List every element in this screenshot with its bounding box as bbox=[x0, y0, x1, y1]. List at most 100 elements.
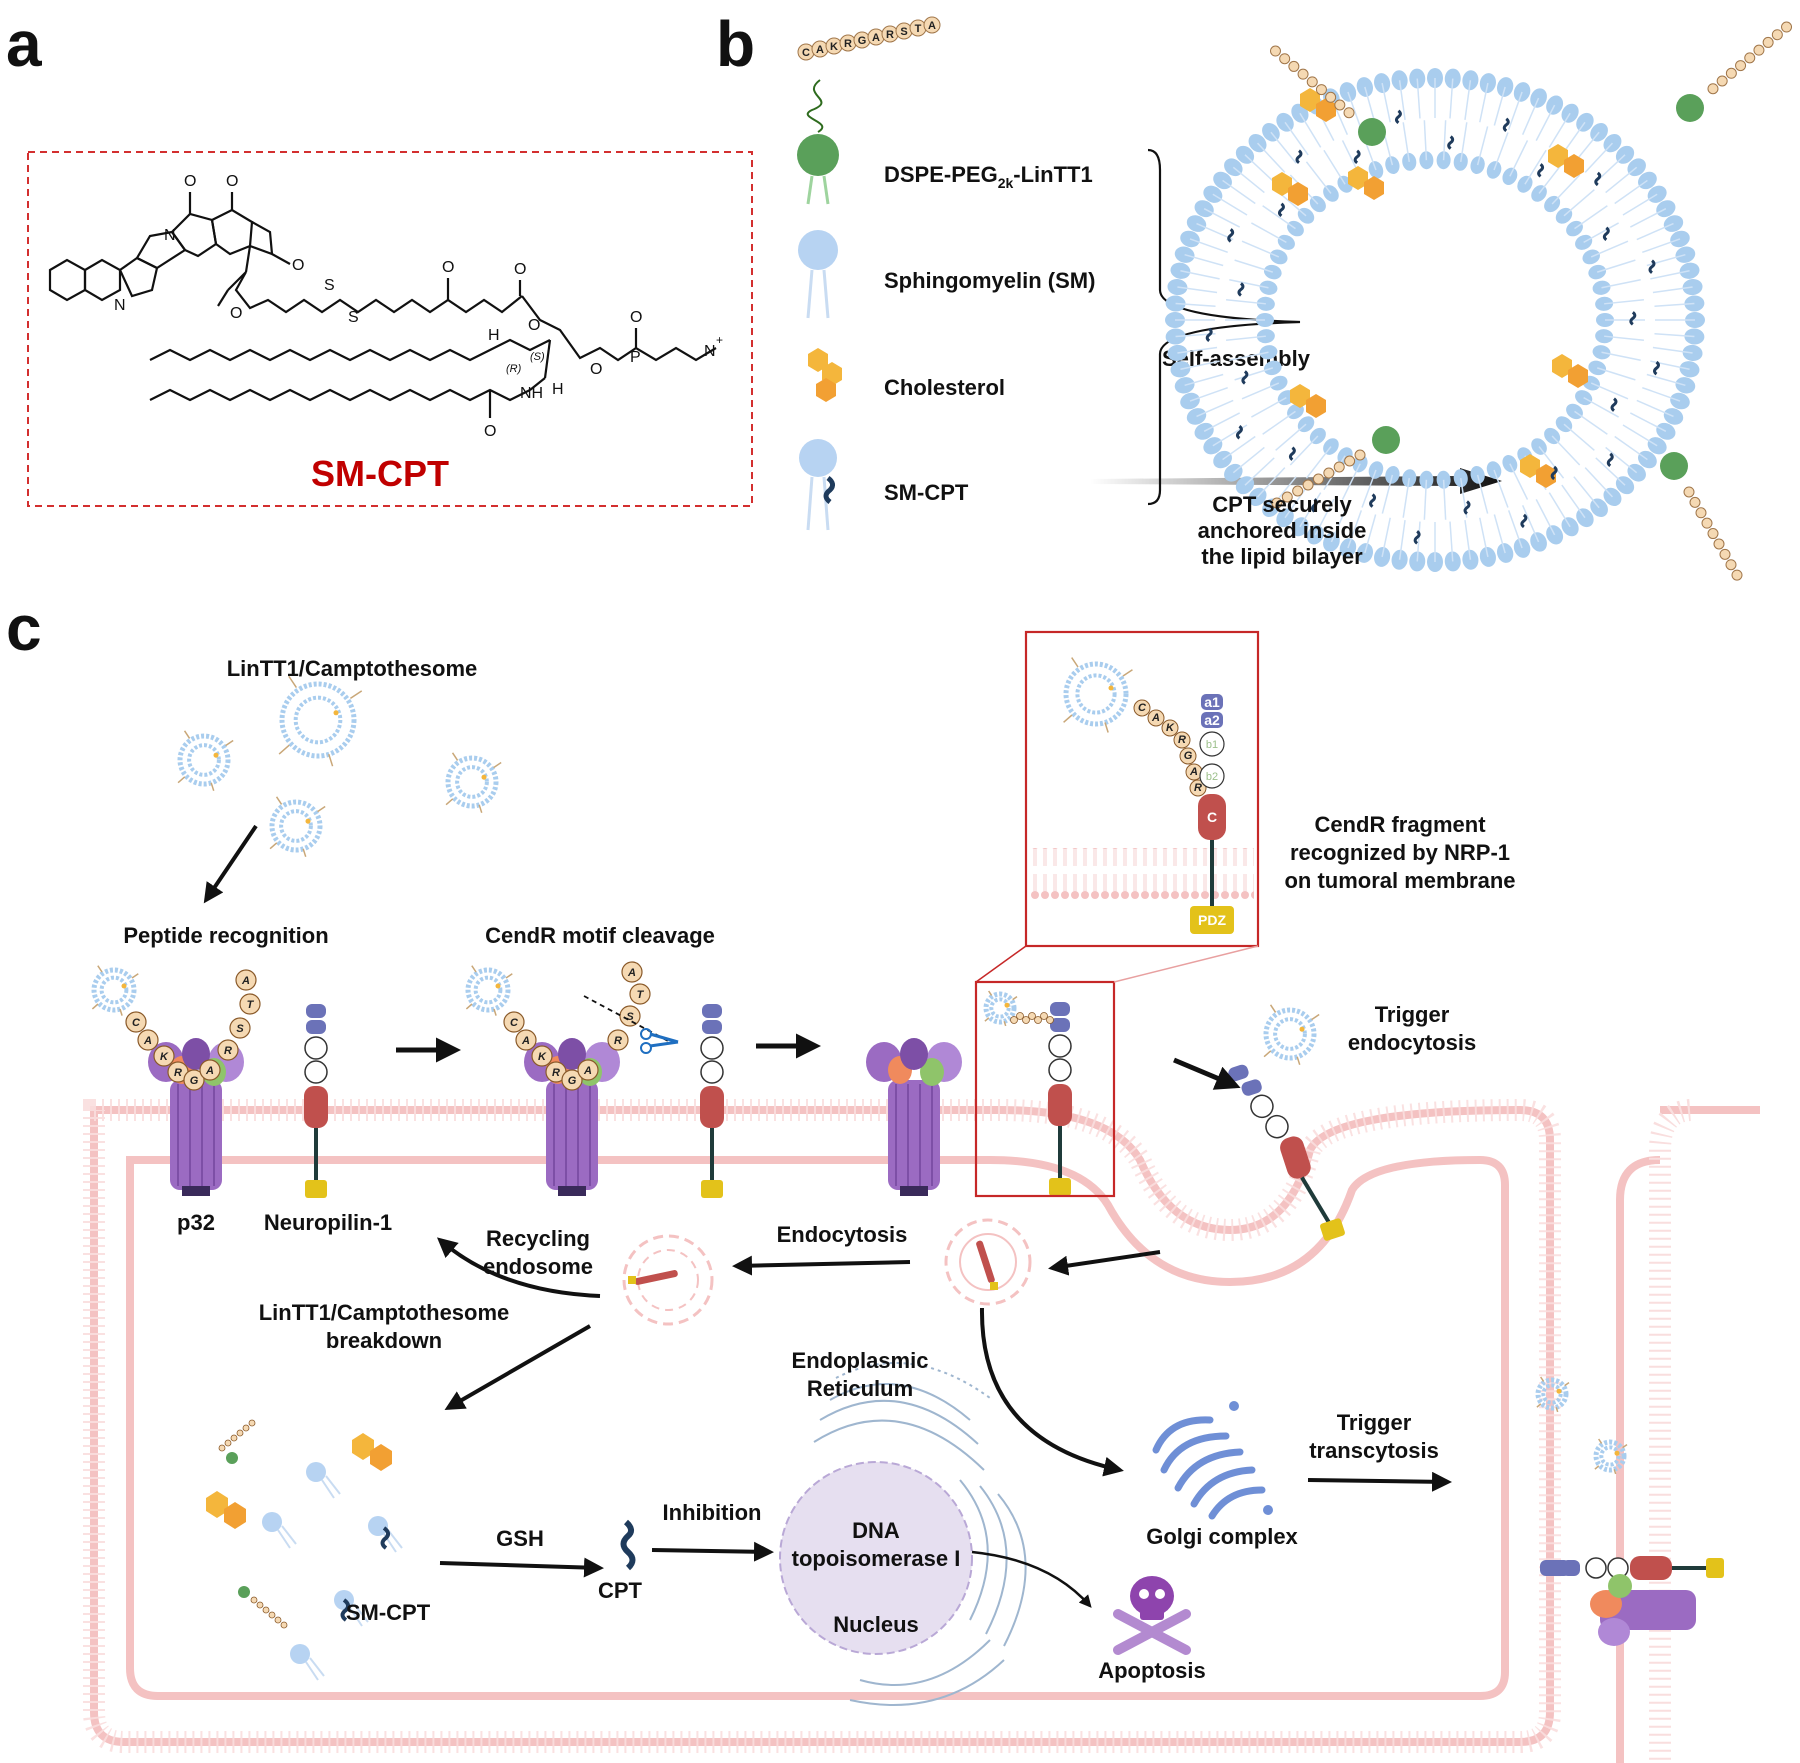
peptide-residue bbox=[199, 1059, 221, 1081]
bilayer-tail bbox=[1330, 504, 1349, 543]
nanoparticle-outer bbox=[1063, 661, 1129, 727]
nanoparticle-ligand bbox=[131, 973, 139, 979]
peg-peptide-bead bbox=[1323, 467, 1335, 479]
arrow-recycling-out bbox=[436, 1237, 601, 1298]
bilayer-tail bbox=[1479, 517, 1489, 558]
cholesterol-molecule bbox=[1288, 182, 1308, 206]
panel-label-a: a bbox=[6, 8, 42, 80]
nanoparticle-ligand bbox=[1003, 1021, 1007, 1027]
free-dspe-peg bbox=[226, 1452, 238, 1464]
zoom-line-right bbox=[1113, 945, 1259, 983]
bilayer-tail bbox=[1629, 412, 1667, 433]
bilayer-tail bbox=[1229, 279, 1269, 289]
legend-peptide-residue-label: R bbox=[844, 38, 852, 50]
peg-peptide-bead bbox=[1344, 455, 1356, 467]
bilayer-tail bbox=[1629, 207, 1667, 228]
bilayer-tail bbox=[1521, 97, 1540, 136]
bilayer-tail bbox=[1177, 346, 1218, 354]
p32-base bbox=[900, 1186, 928, 1196]
free-sphingomyelin bbox=[368, 1516, 388, 1536]
peg-anchor-head bbox=[1358, 118, 1386, 146]
zoom-a2-label: a2 bbox=[1204, 712, 1220, 728]
transcytosed-b-domain bbox=[1585, 1557, 1607, 1579]
bilayer-tail bbox=[1590, 240, 1629, 258]
atom-h2: H bbox=[552, 381, 564, 398]
transcytosed-a-domain bbox=[1562, 1560, 1580, 1576]
p32-receptor bbox=[888, 1080, 940, 1190]
p32-lobe bbox=[900, 1038, 928, 1070]
bilayer-tail bbox=[1583, 396, 1619, 418]
peg-peptide-bead bbox=[1288, 60, 1300, 72]
atom-o10: O bbox=[484, 423, 496, 440]
nanoparticle-cholesterol bbox=[305, 818, 311, 824]
bilayer-tail bbox=[1212, 193, 1248, 216]
nanoparticle-outer bbox=[279, 681, 357, 759]
nrp1-c-domain bbox=[1048, 1084, 1072, 1126]
bilayer-tail bbox=[1196, 222, 1234, 241]
peptide-residue-label: G bbox=[190, 1075, 199, 1087]
bilayer-tail bbox=[1464, 520, 1472, 560]
cpt-in-bilayer bbox=[1277, 202, 1285, 218]
arrow-breakdown bbox=[444, 1324, 592, 1411]
nrp1-a2-domain bbox=[1050, 1018, 1070, 1032]
zoom-a1-label: a1 bbox=[1204, 694, 1220, 710]
bilayer-tail bbox=[1262, 410, 1296, 435]
trigger-endocytosis-line2: endocytosis bbox=[1348, 1030, 1476, 1055]
transcytosed-p32-lobe bbox=[1608, 1574, 1632, 1598]
peg-peptide-bead bbox=[1312, 473, 1324, 485]
atom-o8: O bbox=[630, 309, 642, 326]
cholesterol-molecule bbox=[1316, 98, 1336, 122]
compound-name: SM-CPT bbox=[311, 453, 449, 494]
zoom-peptide-residue-label: C bbox=[1138, 702, 1147, 714]
recycling-endosome bbox=[622, 1234, 714, 1326]
nrp1-b2-domain bbox=[1265, 1114, 1289, 1139]
free-sphingomyelin bbox=[262, 1512, 282, 1532]
cholesterol-icon bbox=[808, 348, 842, 402]
bilayer-tail bbox=[1256, 142, 1286, 173]
nanoparticle-inner bbox=[1541, 1383, 1563, 1405]
zoom-peptide-residue-label: G bbox=[1184, 750, 1193, 762]
peg-peptide-bead bbox=[1343, 107, 1355, 119]
nanoparticle-ligand bbox=[1594, 1465, 1600, 1470]
neuropilin-label: Neuropilin-1 bbox=[264, 1210, 392, 1235]
cpt-in-bilayer bbox=[1235, 425, 1243, 440]
nanoparticle-ligand bbox=[1012, 996, 1018, 1001]
scissors-handle bbox=[640, 1042, 652, 1054]
nanoparticle-ligand bbox=[984, 1017, 990, 1022]
free-peptide-bead bbox=[218, 1444, 226, 1452]
nanoparticle-title: LinTT1/Camptothesome bbox=[227, 656, 478, 681]
peg-peptide-bead bbox=[1716, 75, 1728, 87]
anchor-note-line2: anchored inside bbox=[1198, 518, 1367, 543]
nanoparticle-ligand bbox=[1269, 1004, 1277, 1013]
bilayer-tail bbox=[1341, 463, 1361, 500]
bilayer-tail bbox=[1234, 259, 1274, 273]
bilayer-tail bbox=[1305, 446, 1332, 479]
bilayer-tail bbox=[1203, 412, 1241, 433]
bilayer-tail bbox=[1314, 499, 1335, 536]
zoom-peptide-residue-label: K bbox=[1166, 722, 1175, 734]
bilayer-tail bbox=[1605, 166, 1638, 194]
nanoparticle-inner bbox=[473, 975, 503, 1005]
cholesterol-molecule bbox=[1272, 172, 1292, 196]
bilayer-tail bbox=[1275, 423, 1307, 451]
peg-peptide-bead bbox=[1781, 21, 1793, 33]
legend-peptide-residue-label: R bbox=[886, 29, 894, 41]
nanoparticle-cholesterol bbox=[121, 983, 127, 989]
nrp1-b2-domain bbox=[1048, 1058, 1072, 1082]
component-sm-cpt: SM-CPT bbox=[884, 480, 969, 505]
atom-s1: S bbox=[324, 277, 335, 294]
cpt-in-bilayer bbox=[1602, 226, 1610, 241]
nrp1-a1-domain bbox=[1050, 1002, 1070, 1016]
zoom-b2-domain bbox=[1199, 763, 1225, 789]
bilayer-tail bbox=[1551, 435, 1581, 466]
bilayer-tail bbox=[1251, 396, 1287, 418]
nanoparticle-ligand bbox=[493, 761, 502, 769]
zoom-peptide-residue bbox=[1173, 731, 1191, 749]
atom-o1: O bbox=[184, 173, 196, 190]
bilayer-tail bbox=[1442, 120, 1447, 161]
nanoparticle-ligand bbox=[445, 798, 454, 806]
zoom-pdz-domain bbox=[1190, 906, 1234, 934]
golgi-label: Golgi complex bbox=[1146, 1524, 1298, 1549]
cholesterol-molecule bbox=[1306, 394, 1326, 418]
